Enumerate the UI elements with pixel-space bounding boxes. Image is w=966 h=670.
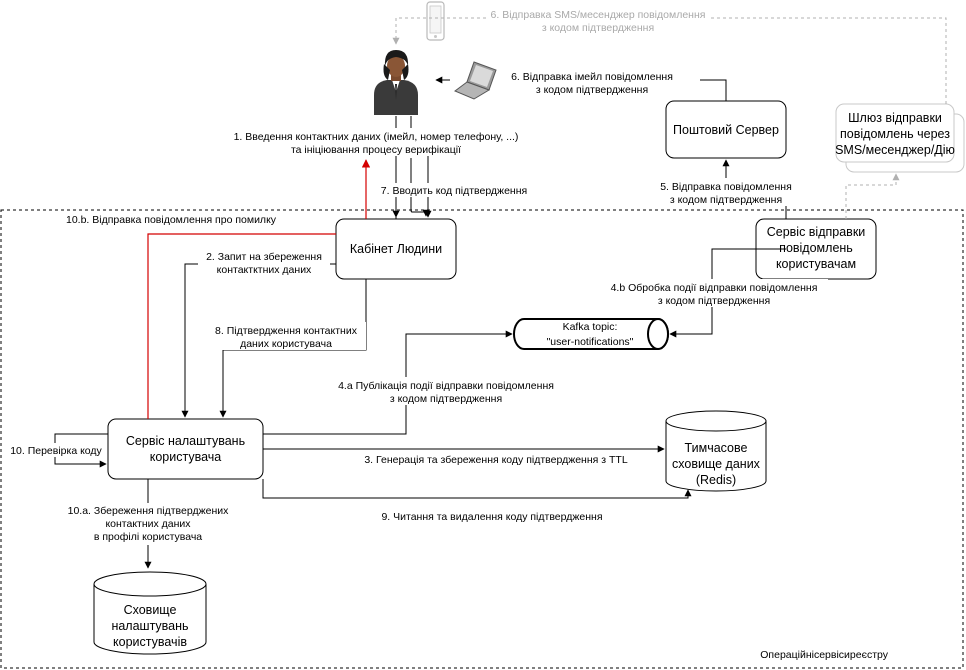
- svg-text:10.b. Відправка повідомлення п: 10.b. Відправка повідомлення про помилку: [66, 214, 277, 226]
- kafka-topic-node: Kafka topic: "user-notifications": [513, 318, 669, 350]
- svg-text:SMS/месенджер/Дію: SMS/месенджер/Дію: [835, 143, 955, 157]
- settings-storage-node: Сховище налаштувань користувачів: [93, 571, 207, 655]
- svg-text:та ініціювання процесу верифік: та ініціювання процесу верифікації: [291, 144, 461, 156]
- svg-text:Шлюз відправки: Шлюз відправки: [848, 111, 942, 125]
- svg-text:8. Підтвердження контактних: 8. Підтвердження контактних: [215, 325, 358, 337]
- edge-step6-email: [700, 79, 727, 101]
- svg-text:Сервіс налаштувань: Сервіс налаштувань: [126, 434, 245, 448]
- svg-text:з кодом підтвердження: з кодом підтвердження: [658, 295, 770, 307]
- svg-text:контактктних даних: контактктних даних: [217, 264, 312, 276]
- svg-text:10.a. Збереження підтверджених: 10.a. Збереження підтверджених: [68, 505, 229, 517]
- svg-text:Kafka topic:: Kafka topic:: [563, 321, 618, 333]
- svg-text:повідомлень через: повідомлень через: [840, 127, 950, 141]
- gateway-box: Шлюз відправки повідомлень через SMS/мес…: [835, 103, 965, 173]
- edge-step9: [262, 479, 692, 499]
- svg-text:Тимчасове: Тимчасове: [685, 441, 748, 455]
- svg-text:1. Введення контактних даних (: 1. Введення контактних даних (імейл, ном…: [234, 131, 519, 143]
- svg-text:Кабінет Людини: Кабінет Людини: [350, 242, 442, 256]
- svg-text:(Redis): (Redis): [696, 473, 736, 487]
- svg-text:Сховище: Сховище: [124, 603, 177, 617]
- person-icon: [374, 50, 418, 115]
- svg-text:4.a Публікація події відправки: 4.a Публікація події відправки повідомле…: [338, 380, 554, 392]
- svg-text:налаштувань: налаштувань: [111, 619, 188, 633]
- settings-service-box: Сервіс налаштувань користувача: [107, 418, 264, 480]
- svg-text:з кодом підтвердження: з кодом підтвердження: [390, 393, 502, 405]
- edge-step6-sms: [396, 17, 947, 104]
- svg-text:з кодом підтвердження: з кодом підтвердження: [542, 22, 654, 34]
- svg-text:4.b Обробка події відправки по: 4.b Обробка події відправки повідомлення: [611, 282, 818, 294]
- svg-text:9. Читання та видалення коду п: 9. Читання та видалення коду підтверджен…: [381, 511, 602, 523]
- mail-server-box: Поштовий Сервер: [665, 100, 787, 159]
- registry-boundary: [0, 209, 964, 669]
- svg-text:користувача: користувача: [150, 450, 222, 464]
- svg-text:6. Відправка SMS/месенджер пов: 6. Відправка SMS/месенджер повідомлення: [491, 9, 706, 21]
- svg-text:Сервіс відправки: Сервіс відправки: [767, 225, 866, 239]
- cabinet-box: Кабінет Людини: [335, 218, 457, 280]
- svg-text:"user-notifications": "user-notifications": [547, 336, 634, 348]
- edge-gateway: [845, 173, 900, 219]
- svg-text:10. Перевірка коду: 10. Перевірка коду: [10, 445, 102, 457]
- svg-text:в профілі користувача: в профілі користувача: [94, 531, 202, 543]
- svg-text:користувачам: користувачам: [776, 257, 856, 271]
- svg-text:Поштовий Сервер: Поштовий Сервер: [673, 123, 779, 137]
- svg-text:даних користувача: даних користувача: [240, 338, 332, 350]
- laptop-icon: [454, 61, 497, 100]
- boundary-label: Операційнісервісиреєстру: [760, 649, 888, 661]
- svg-text:з кодом підтвердження: з кодом підтвердження: [670, 194, 782, 206]
- svg-text:2. Запит на збереження: 2. Запит на збереження: [206, 251, 322, 263]
- svg-text:сховище даних: сховище даних: [672, 457, 761, 471]
- svg-text:7. Вводить код підтвердження: 7. Вводить код підтвердження: [381, 185, 527, 197]
- mobile-phone-icon: [426, 1, 445, 41]
- svg-text:контактних даних: контактних даних: [105, 518, 191, 530]
- svg-text:5. Відправка повідомлення: 5. Відправка повідомлення: [660, 181, 792, 193]
- svg-text:повідомлень: повідомлень: [779, 241, 853, 255]
- temp-storage-node: Тимчасове сховище даних (Redis): [665, 410, 767, 492]
- svg-text:3. Генерація та збереження код: 3. Генерація та збереження коду підтверд…: [364, 454, 627, 466]
- svg-text:6. Відправка імейл повідомленн: 6. Відправка імейл повідомлення: [511, 71, 673, 83]
- edge-step10b: [147, 233, 336, 419]
- svg-text:користувачів: користувачів: [113, 635, 187, 649]
- svg-text:з кодом підтвердження: з кодом підтвердження: [536, 84, 648, 96]
